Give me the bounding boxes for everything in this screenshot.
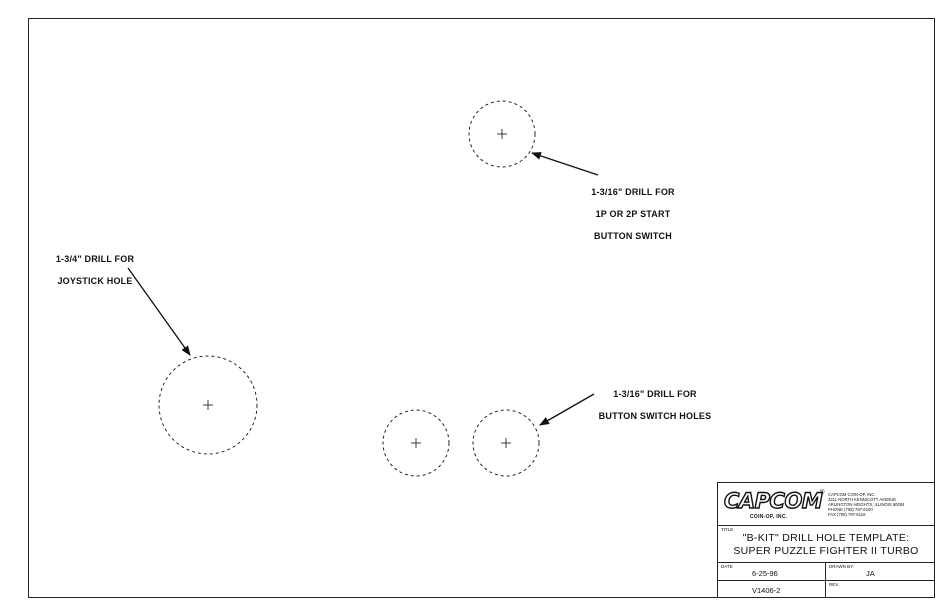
drawing-title-line-1: "B-KIT" DRILL HOLE TEMPLATE: (742, 532, 910, 544)
drawing-title-line-2: SUPER PUZZLE FIGHTER II TURBO (733, 545, 919, 557)
title-block-date-row: DATE 6-25-96 DRAWN BY: JA (718, 562, 934, 581)
drawing-border (28, 18, 935, 598)
drawn-by-label: DRAWN BY: (829, 564, 855, 569)
part-number: V1406-2 (752, 586, 781, 595)
rev-label: REV. (829, 582, 840, 587)
company-address: CAPCOM COIN-OP, INC. 3211 NORTH KENNICOT… (828, 492, 905, 517)
registered-mark: ® (820, 490, 825, 496)
title-block-title-row: TITLE "B-KIT" DRILL HOLE TEMPLATE: SUPER… (718, 525, 934, 563)
start-button-leader-arrow (531, 152, 599, 176)
title-block-logo-row: CAPCOM ® COIN-OP, INC. CAPCOM COIN-OP, I… (718, 483, 934, 526)
start-button-note: 1-3/16" DRILL FOR 1P OR 2P START BUTTON … (591, 187, 675, 241)
part-number-cell: V1406-2 (718, 580, 826, 598)
logo-subtitle: COIN-OP, INC. (750, 514, 788, 520)
rev-cell: REV. (826, 580, 934, 598)
drawn-by-cell: DRAWN BY: JA (826, 562, 934, 580)
joystick-hole (158, 355, 258, 455)
button-holes-leader-arrow (539, 393, 595, 426)
capcom-logo: CAPCOM (723, 488, 823, 513)
date-label: DATE (721, 564, 733, 569)
date-cell: DATE 6-25-96 (718, 562, 826, 580)
title-block: CAPCOM ® COIN-OP, INC. CAPCOM COIN-OP, I… (717, 482, 935, 598)
button-hole-right (472, 409, 540, 477)
joystick-note: 1-3/4" DRILL FOR JOYSTICK HOLE (55, 254, 135, 286)
date-value: 6-25-96 (752, 569, 778, 578)
title-block-part-row: V1406-2 REV. (718, 580, 934, 598)
button-holes-note: 1-3/16" DRILL FOR BUTTON SWITCH HOLES (598, 389, 712, 421)
joystick-leader-arrow (127, 267, 191, 356)
title-label: TITLE (721, 527, 734, 532)
button-hole-left (382, 409, 450, 477)
drawn-by-value: JA (866, 569, 875, 578)
start-button-hole (468, 100, 536, 168)
